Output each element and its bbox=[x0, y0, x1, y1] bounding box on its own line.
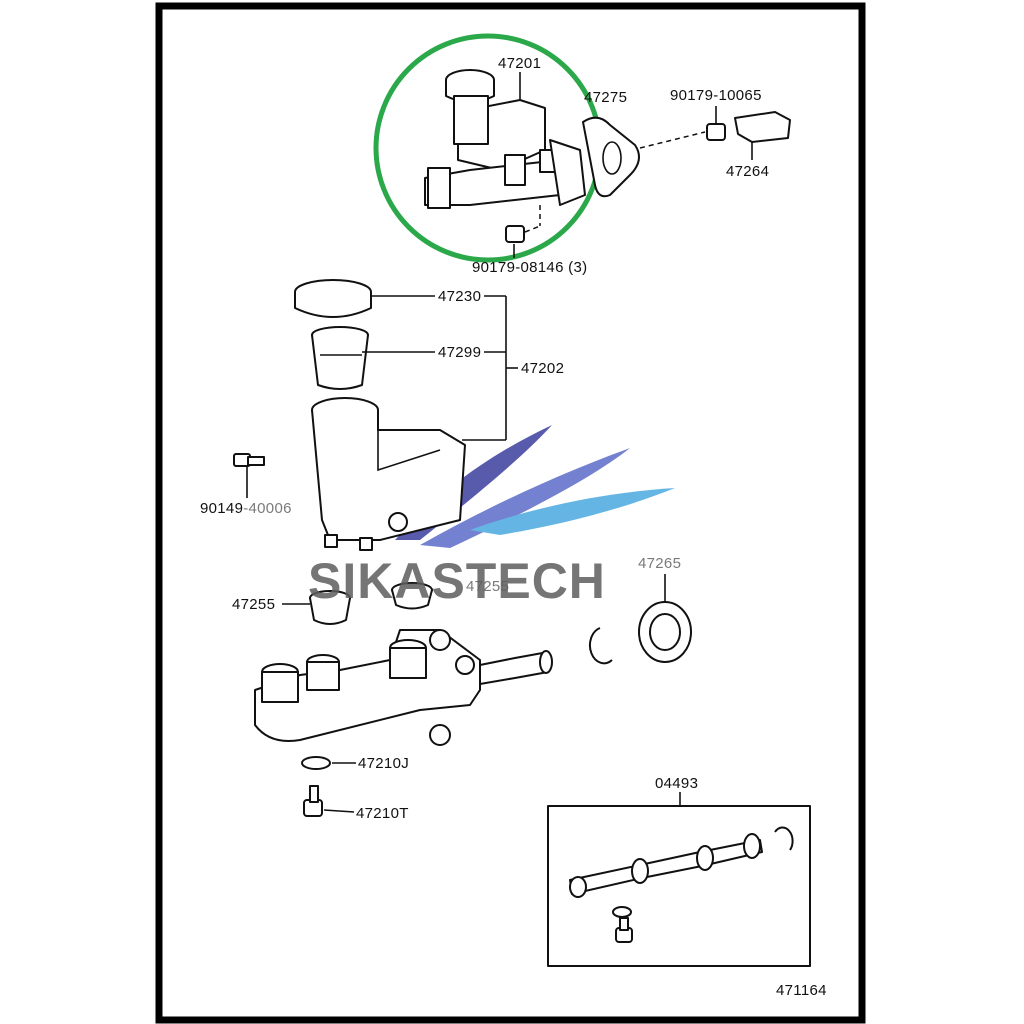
label-90179-08146: 90179-08146 (3) bbox=[472, 259, 587, 276]
grommet-47255-right bbox=[391, 582, 433, 610]
washer-47210J bbox=[301, 756, 331, 770]
label-47255-right: 47255 bbox=[466, 578, 509, 595]
label-90149: 90149-40006 bbox=[200, 500, 292, 517]
label-90149-part-b: -40006 bbox=[243, 500, 292, 517]
nut-90179-08146 bbox=[505, 225, 525, 243]
label-47202: 47202 bbox=[521, 360, 564, 377]
bleeder-47210T bbox=[303, 785, 323, 817]
seal-47265 bbox=[638, 601, 692, 663]
label-47264: 47264 bbox=[726, 163, 769, 180]
label-47275: 47275 bbox=[584, 89, 627, 106]
label-04493: 04493 bbox=[655, 775, 698, 792]
bolt-90149 bbox=[233, 453, 265, 467]
label-47210J: 47210J bbox=[358, 755, 409, 772]
label-90149-part-a: 90149 bbox=[200, 500, 243, 517]
grommet-47255-left bbox=[309, 590, 351, 625]
snap-ring bbox=[588, 627, 613, 665]
label-47299: 47299 bbox=[438, 344, 481, 361]
master-cylinder-body bbox=[254, 629, 553, 746]
label-90179-10065: 90179-10065 bbox=[670, 87, 762, 104]
label-47201: 47201 bbox=[498, 55, 541, 72]
strainer-47299 bbox=[311, 326, 369, 390]
clevis-47264 bbox=[734, 111, 791, 143]
label-47210T: 47210T bbox=[356, 805, 409, 822]
nut-90179-10065 bbox=[706, 123, 726, 141]
label-47230: 47230 bbox=[438, 288, 481, 305]
reservoir-tank-47202 bbox=[311, 397, 466, 551]
label-47265: 47265 bbox=[638, 555, 681, 572]
watermark-text: SIKASTECH bbox=[308, 553, 606, 609]
piston-kit-04493 bbox=[569, 826, 794, 943]
master-cylinder-assembly-small bbox=[424, 69, 586, 209]
reservoir-cap-47230 bbox=[294, 279, 372, 318]
label-47255-left: 47255 bbox=[232, 596, 275, 613]
figure-id: 471164 bbox=[776, 982, 827, 999]
